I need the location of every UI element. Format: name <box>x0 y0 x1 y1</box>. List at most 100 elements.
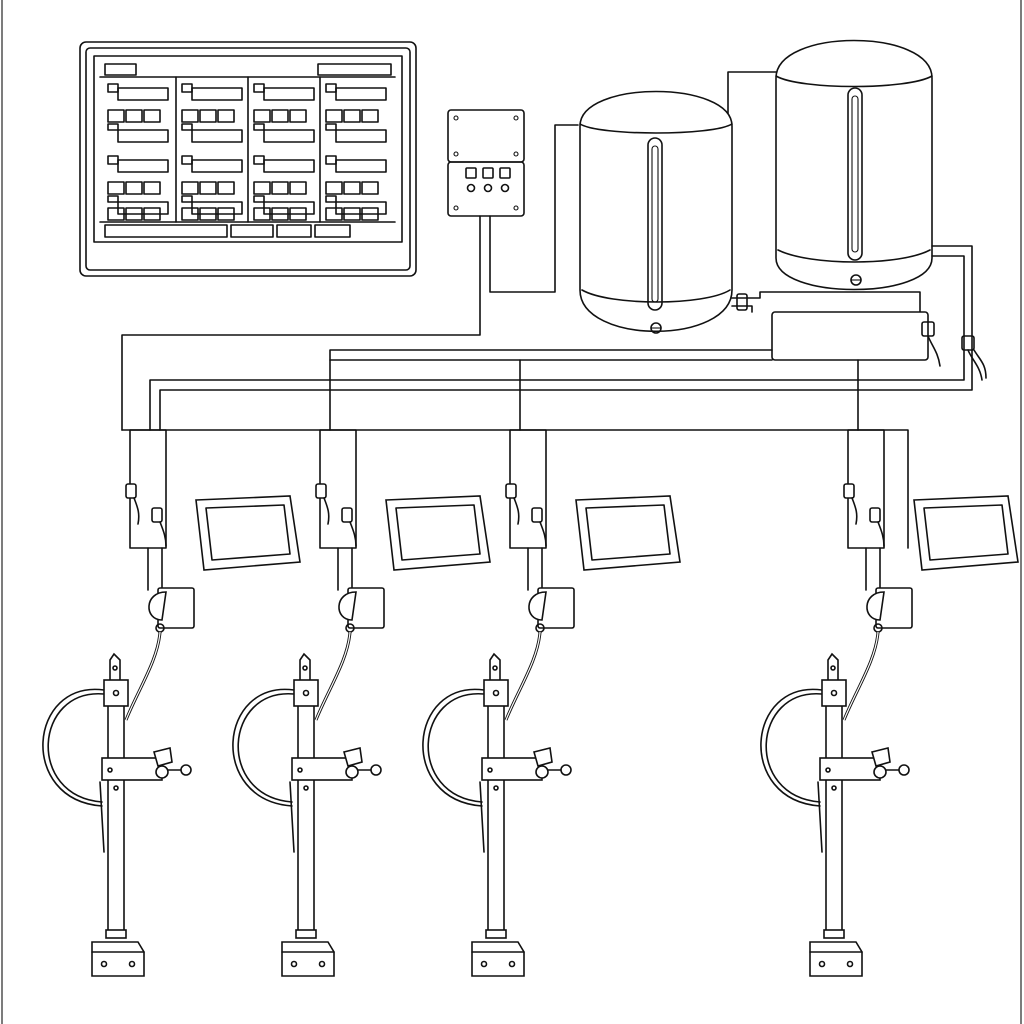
column-clamp <box>821 679 847 707</box>
bolt-icon <box>492 665 498 671</box>
panel-field <box>335 87 387 101</box>
nozzle-icon <box>866 591 885 621</box>
panel-button <box>107 207 125 221</box>
bolt-icon <box>830 689 838 697</box>
adjust-knob-icon <box>898 764 910 776</box>
bracket-knob <box>871 747 891 767</box>
panel-button <box>199 207 217 221</box>
tank-outlet-pipe <box>731 305 753 313</box>
panel-button <box>143 207 161 221</box>
panel-button <box>107 109 125 123</box>
panel-indicator <box>107 83 119 93</box>
dispensing-station-2 <box>232 429 491 977</box>
bolt-icon <box>297 767 303 773</box>
valve-handle <box>133 497 140 525</box>
panel-indicator <box>181 155 193 165</box>
bolt-icon <box>112 665 118 671</box>
panel-button <box>107 181 125 195</box>
column-collar <box>823 929 845 939</box>
feed-hose <box>125 631 161 721</box>
adjust-knob-icon <box>180 764 192 776</box>
nozzle-icon <box>148 591 167 621</box>
panel-button <box>343 207 361 221</box>
brace-line <box>479 781 485 853</box>
bolt-icon <box>487 767 493 773</box>
adjust-knob-icon <box>535 765 549 779</box>
panel-button <box>125 181 143 195</box>
bolt-icon <box>107 767 113 773</box>
loop-hose <box>42 688 105 807</box>
loop-hose <box>237 693 295 803</box>
stand-base <box>91 941 145 977</box>
panel-indicator <box>325 155 337 165</box>
panel-field <box>335 129 387 143</box>
column-collar <box>105 929 127 939</box>
bolt-icon <box>112 689 120 697</box>
storage-tank-2 <box>775 39 933 291</box>
bolt-icon <box>318 960 326 968</box>
valve-handle <box>877 521 885 547</box>
panel-field <box>335 159 387 173</box>
panel-status-bar <box>276 224 312 238</box>
indicator-button <box>499 167 511 179</box>
supply-line-b <box>159 245 973 431</box>
panel-button <box>253 207 271 221</box>
panel-button <box>181 109 199 123</box>
panel-field <box>191 129 243 143</box>
panel-button <box>325 207 343 221</box>
loop-hose <box>422 688 485 807</box>
indicator-light <box>500 183 510 193</box>
panel-button <box>181 181 199 195</box>
nozzle-icon <box>338 591 357 621</box>
column-collar <box>485 929 507 939</box>
stand-base <box>471 941 525 977</box>
manifold-box <box>771 311 941 367</box>
panel-button <box>271 181 289 195</box>
brace-line <box>99 781 105 853</box>
control-panel <box>79 41 417 277</box>
bracket-knob <box>533 747 553 767</box>
stand-tip <box>299 652 311 683</box>
panel-button <box>125 109 143 123</box>
monitor-bezel <box>575 495 681 571</box>
bolt-icon <box>493 785 499 791</box>
brace-line <box>289 781 295 853</box>
panel-indicator <box>253 83 265 93</box>
monitor-bezel <box>385 495 491 571</box>
stand-column <box>487 699 505 937</box>
bolt-icon <box>830 665 836 671</box>
panel-status-bar <box>104 224 228 238</box>
panel-indicator <box>325 195 337 203</box>
panel-indicator <box>253 123 265 131</box>
panel-indicator <box>181 83 193 93</box>
column-collar <box>295 929 317 939</box>
panel-button <box>125 207 143 221</box>
bolt-icon <box>480 960 488 968</box>
loop-hose <box>427 693 485 803</box>
nozzle-icon <box>528 591 547 621</box>
junction-box <box>447 109 525 217</box>
panel-button <box>199 181 217 195</box>
adjust-knob-icon <box>370 764 382 776</box>
panel-field <box>117 129 169 143</box>
panel-button <box>361 181 379 195</box>
stand-column <box>107 699 125 937</box>
tank-link-wire <box>727 71 781 126</box>
monitor-bezel <box>913 495 1019 571</box>
bracket-knob <box>153 747 173 767</box>
valve-handle <box>323 497 330 525</box>
valve-icon <box>125 483 137 499</box>
panel-field <box>117 159 169 173</box>
valve-handle <box>513 497 520 525</box>
feed-hose <box>505 631 541 721</box>
level-gauge <box>847 87 863 261</box>
panel-button <box>199 109 217 123</box>
panel-indicator <box>107 195 119 203</box>
bolt-icon <box>303 785 309 791</box>
panel-button <box>271 207 289 221</box>
feed-hose <box>843 631 879 721</box>
loop-hose <box>232 688 295 807</box>
panel-button <box>181 207 199 221</box>
loop-hose <box>760 688 823 807</box>
